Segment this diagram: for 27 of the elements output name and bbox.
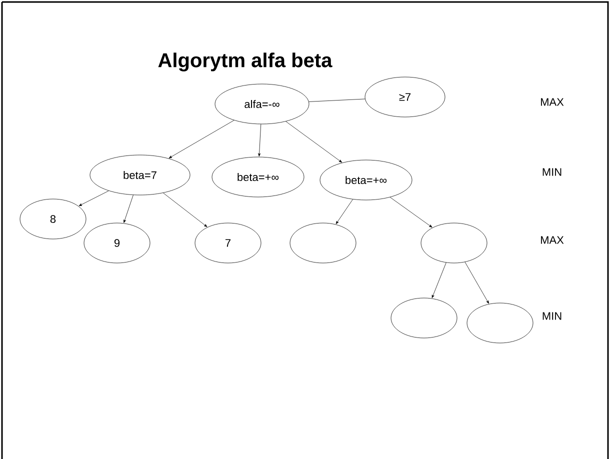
level-label: MIN (542, 168, 562, 176)
tree-node: 9 (84, 222, 150, 264)
level-label: MAX (541, 98, 564, 106)
arrow (464, 262, 489, 304)
tree-node: 8 (20, 198, 86, 240)
arrow (168, 120, 234, 158)
level-label: MAX (541, 236, 564, 244)
tree-node: beta=7 (90, 154, 190, 196)
empty-tree-node (466, 302, 534, 344)
arrow (286, 121, 342, 163)
empty-tree-node (290, 222, 356, 264)
arrow (432, 262, 446, 298)
title: Algorytm alfa beta (158, 52, 332, 72)
arrow (124, 194, 134, 223)
arrow (258, 124, 262, 156)
arrow (163, 192, 208, 227)
tree-node: alfa=-∞ (214, 84, 310, 124)
tree-node: 7 (194, 222, 262, 264)
empty-tree-node (390, 298, 458, 338)
leader-line (308, 98, 366, 102)
empty-tree-node (420, 222, 488, 264)
callout-bubble: ≥7 (364, 76, 446, 118)
tree-node: beta=+∞ (320, 160, 412, 200)
arrow (390, 197, 432, 228)
arrow (336, 199, 353, 224)
arrow (78, 190, 109, 206)
tree-node: beta=+∞ (212, 156, 304, 198)
